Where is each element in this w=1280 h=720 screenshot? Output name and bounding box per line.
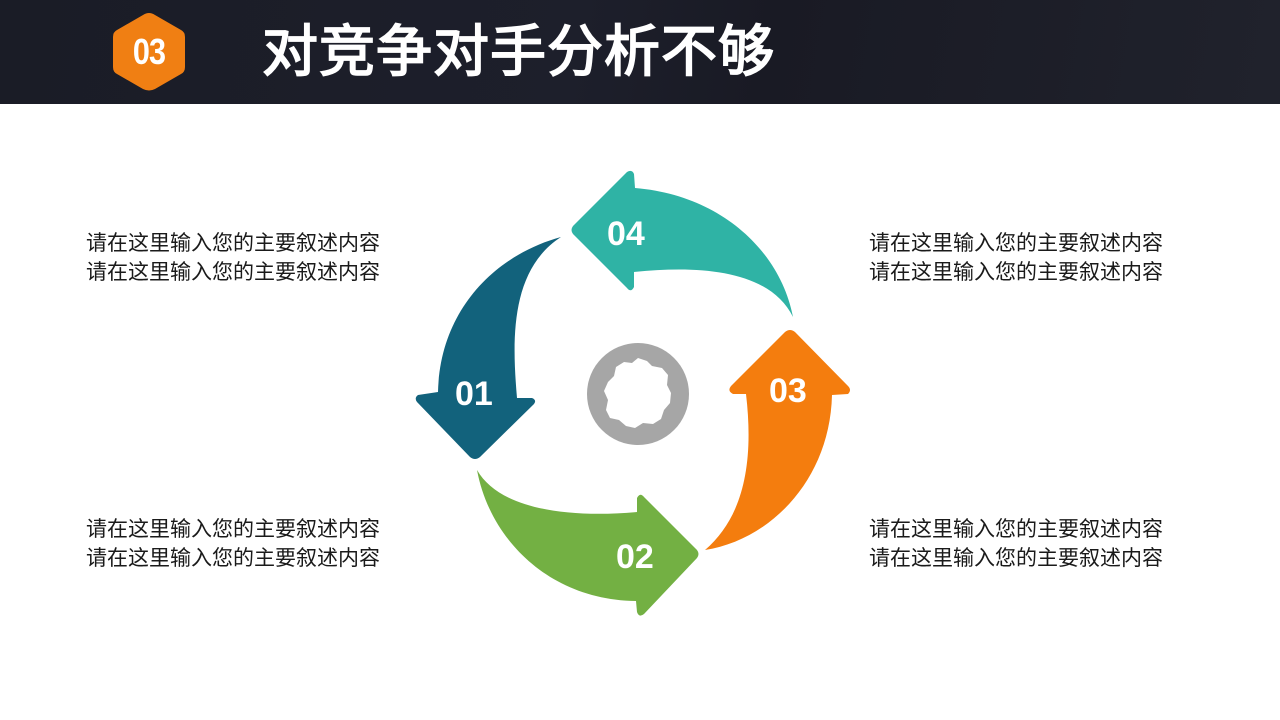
- arrow-03-label: 03: [769, 372, 807, 410]
- description-top-right: 请在这里输入您的主要叙述内容 请在这里输入您的主要叙述内容: [869, 229, 1209, 287]
- page-title: 对竞争对手分析不够: [262, 20, 775, 85]
- arrow-04-icon: [571, 170, 793, 317]
- arrow-02-icon: [477, 470, 699, 616]
- description-top-left: 请在这里输入您的主要叙述内容 请在这里输入您的主要叙述内容: [86, 229, 426, 287]
- hexagon-icon: [113, 13, 185, 91]
- arrow-01-icon: [415, 237, 561, 459]
- header-bar: 03 对竞争对手分析不够: [0, 0, 1280, 104]
- arrow-03-icon: [705, 330, 850, 550]
- description-line: 请在这里输入您的主要叙述内容: [869, 517, 1163, 541]
- gear-icon: [587, 343, 689, 445]
- description-line: 请在这里输入您的主要叙述内容: [86, 546, 380, 570]
- description-line: 请在这里输入您的主要叙述内容: [869, 231, 1163, 255]
- description-line: 请在这里输入您的主要叙述内容: [86, 517, 380, 541]
- section-badge: 03: [111, 11, 187, 93]
- description-line: 请在这里输入您的主要叙述内容: [86, 231, 380, 255]
- arrow-04-label: 04: [607, 215, 645, 253]
- cycle-diagram: 01 02 03 04: [400, 160, 870, 620]
- description-bottom-left: 请在这里输入您的主要叙述内容 请在这里输入您的主要叙述内容: [86, 515, 426, 573]
- description-line: 请在这里输入您的主要叙述内容: [869, 260, 1163, 284]
- description-line: 请在这里输入您的主要叙述内容: [86, 260, 380, 284]
- description-bottom-right: 请在这里输入您的主要叙述内容 请在这里输入您的主要叙述内容: [869, 515, 1209, 573]
- section-number: 03: [132, 31, 166, 72]
- description-line: 请在这里输入您的主要叙述内容: [869, 546, 1163, 570]
- arrow-02-label: 02: [616, 538, 654, 576]
- arrow-01-label: 01: [455, 375, 493, 413]
